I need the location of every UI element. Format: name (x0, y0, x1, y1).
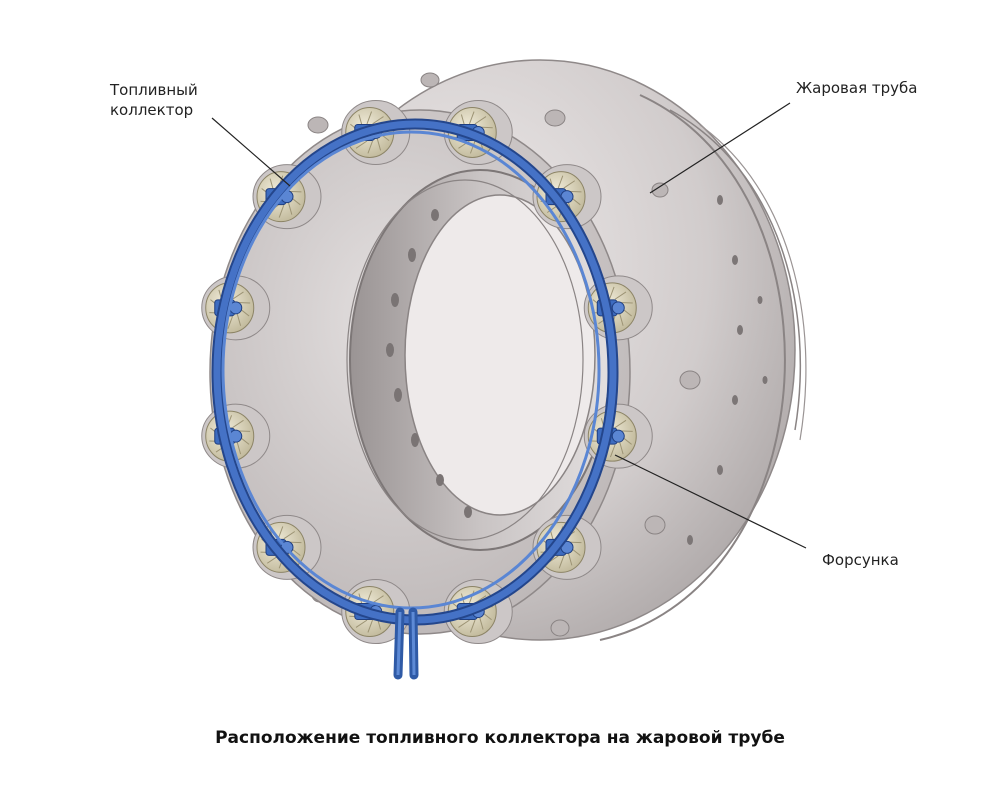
injector (583, 275, 653, 341)
leader-lines (211, 102, 807, 549)
leader-flame-tube (649, 102, 791, 194)
label-fuel-manifold-line2: коллектор (110, 101, 194, 119)
label-fuel-manifold: Топливный коллектор (110, 80, 198, 120)
leader-manifold (211, 117, 291, 187)
fuel-manifold (211, 118, 619, 680)
label-injector: Форсунка (822, 551, 899, 569)
label-fuel-manifold-line1: Топливный (110, 81, 198, 99)
figure-caption: Расположение топливного коллектора на жа… (215, 728, 785, 748)
front-dome (209, 109, 631, 635)
bore-holes (386, 209, 472, 518)
cooling-holes (687, 195, 768, 545)
leader-injector (614, 454, 807, 549)
label-flame-tube: Жаровая труба (796, 79, 918, 97)
